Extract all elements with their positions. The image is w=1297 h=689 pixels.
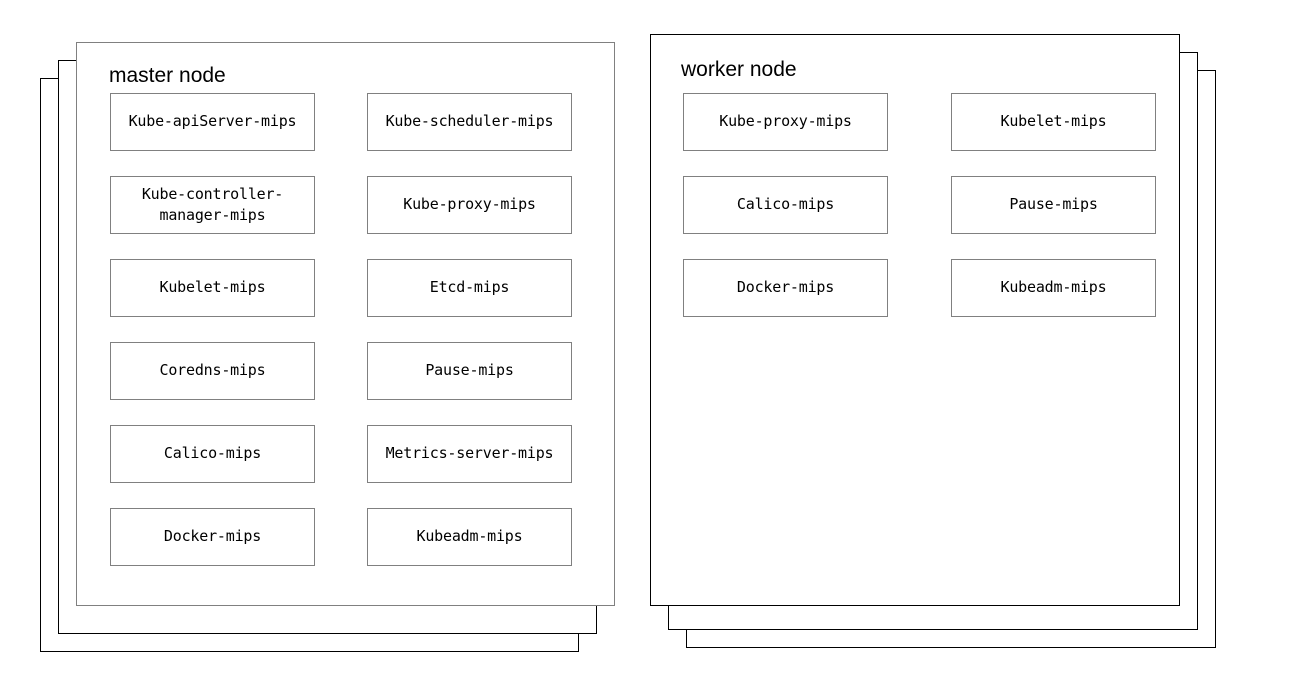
component-label: Pause-mips <box>425 361 514 380</box>
component-label: Kube-scheduler-mips <box>385 112 554 131</box>
worker-node-panel[interactable]: worker node Kube-proxy-mips Calico-mips … <box>650 34 1180 606</box>
component-box[interactable]: Kubeadm-mips <box>951 259 1156 317</box>
component-box[interactable]: Metrics-server-mips <box>367 425 572 483</box>
component-label: Coredns-mips <box>159 361 266 380</box>
component-label: Docker-mips <box>736 278 835 297</box>
component-label: Kube-controller-manager-mips <box>141 184 284 224</box>
component-box[interactable]: Docker-mips <box>110 508 315 566</box>
component-box[interactable]: Kube-proxy-mips <box>367 176 572 234</box>
component-label: Calico-mips <box>736 195 835 214</box>
component-label: Kubeadm-mips <box>416 527 523 546</box>
component-label: Kubelet-mips <box>1000 112 1107 131</box>
component-box[interactable]: Calico-mips <box>110 425 315 483</box>
component-label: Kube-proxy-mips <box>403 195 536 214</box>
component-box[interactable]: Coredns-mips <box>110 342 315 400</box>
component-label: Kubeadm-mips <box>1000 278 1107 297</box>
component-label: Metrics-server-mips <box>385 444 554 463</box>
component-label: Kubelet-mips <box>159 278 266 297</box>
component-box[interactable]: Kubelet-mips <box>110 259 315 317</box>
component-box[interactable]: Docker-mips <box>683 259 888 317</box>
component-label: Etcd-mips <box>429 278 510 297</box>
component-box[interactable]: Kube-proxy-mips <box>683 93 888 151</box>
component-box[interactable]: Kube-controller-manager-mips <box>110 176 315 234</box>
component-label: Kube-proxy-mips <box>719 112 852 131</box>
component-label: Docker-mips <box>163 527 262 546</box>
master-node-title: master node <box>109 64 226 87</box>
component-label: Calico-mips <box>163 444 262 463</box>
component-box[interactable]: Kube-scheduler-mips <box>367 93 572 151</box>
master-node-panel[interactable]: master node Kube-apiServer-mips Kube-con… <box>76 42 615 606</box>
component-label: Kube-apiServer-mips <box>128 112 297 131</box>
component-box[interactable]: Etcd-mips <box>367 259 572 317</box>
component-label: Pause-mips <box>1009 195 1098 214</box>
component-box[interactable]: Kubeadm-mips <box>367 508 572 566</box>
component-box[interactable]: Pause-mips <box>951 176 1156 234</box>
component-box[interactable]: Calico-mips <box>683 176 888 234</box>
component-box[interactable]: Kubelet-mips <box>951 93 1156 151</box>
worker-node-title: worker node <box>681 58 797 81</box>
component-box[interactable]: Pause-mips <box>367 342 572 400</box>
component-box[interactable]: Kube-apiServer-mips <box>110 93 315 151</box>
